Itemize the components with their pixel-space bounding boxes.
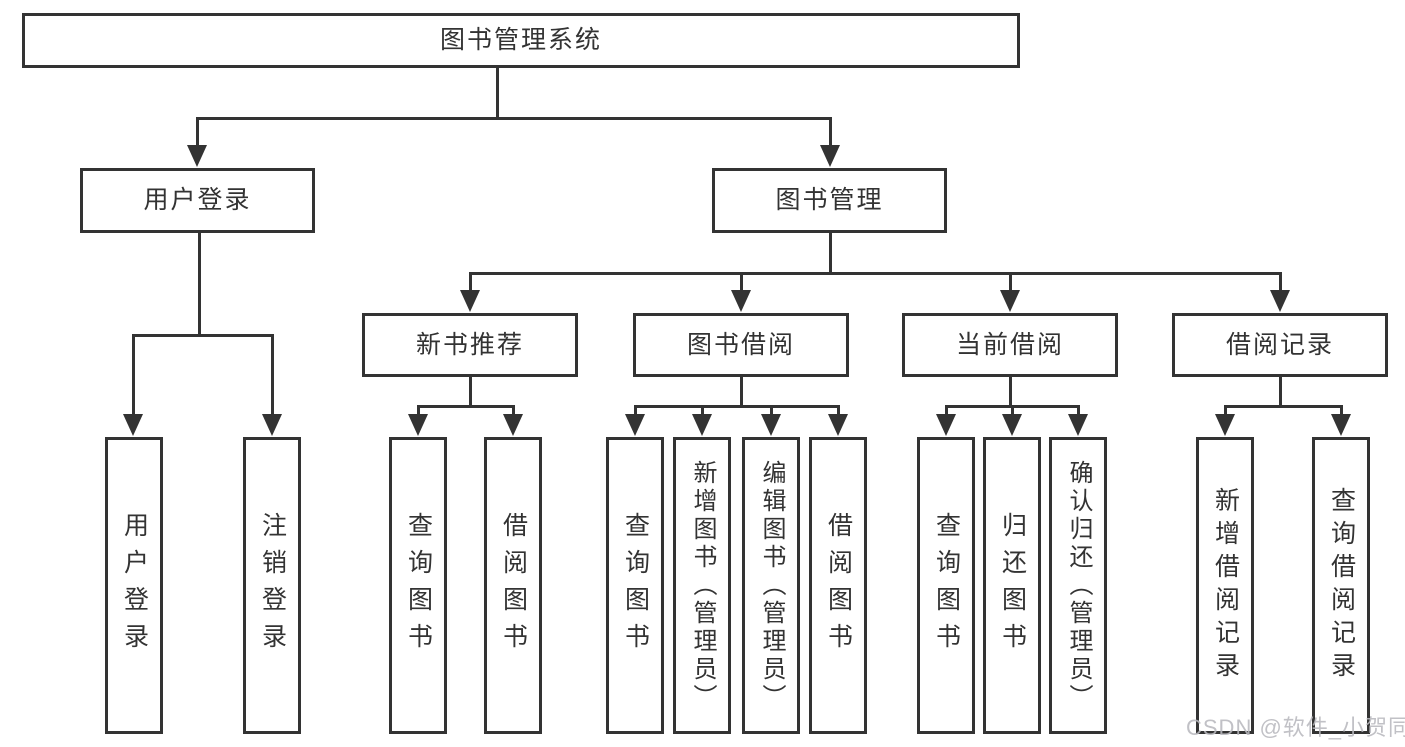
watermark: CSDN @软件_小贺同学 <box>1186 715 1405 740</box>
node-query-books-3-label: 查询图书 <box>932 511 961 660</box>
connector-vertical-line <box>468 377 472 406</box>
node-library-system: 图书管理系统 <box>22 13 1020 68</box>
connector-arrowhead-icon <box>408 414 428 436</box>
node-borrow-books-1: 借阅图书 <box>484 437 542 734</box>
connector-arrow-stem <box>131 335 135 417</box>
node-new-book-recommend-label: 新书推荐 <box>415 330 524 359</box>
node-current-borrowing: 当前借阅 <box>902 313 1118 377</box>
connector-horizontal-line <box>468 271 1282 275</box>
node-book-management-label: 图书管理 <box>775 186 884 214</box>
connector-arrowhead-icon <box>1215 414 1235 436</box>
node-book-borrowing-label: 图书借阅 <box>686 330 795 359</box>
connector-horizontal-line <box>131 333 274 337</box>
connector-arrowhead-icon <box>187 145 207 167</box>
node-borrow-books-1-label: 借阅图书 <box>499 511 528 660</box>
connector-arrow-stem <box>828 118 832 148</box>
connector-arrow-stem <box>633 406 637 417</box>
connector-arrowhead-icon <box>828 414 848 436</box>
node-book-management: 图书管理 <box>712 168 947 233</box>
connector-arrow-stem <box>1008 273 1012 293</box>
connector-arrowhead-icon <box>1331 414 1351 436</box>
node-user-login-leaf-label: 用户登录 <box>120 511 149 660</box>
connector-arrowhead-icon <box>262 414 282 436</box>
node-book-borrowing: 图书借阅 <box>633 313 849 377</box>
connector-arrow-stem <box>700 406 704 417</box>
connector-arrow-stem <box>1076 406 1080 417</box>
connector-arrow-stem <box>944 406 948 417</box>
connector-vertical-line <box>495 68 499 118</box>
node-query-borrow-record-label: 查询借阅记录 <box>1327 486 1356 685</box>
node-return-books: 归还图书 <box>983 437 1041 734</box>
connector-arrow-stem <box>416 406 420 417</box>
connector-arrowhead-icon <box>936 414 956 436</box>
node-confirm-return-admin-label: 确认归还（管理员） <box>1065 459 1092 712</box>
connector-arrowhead-icon <box>692 414 712 436</box>
connector-arrow-stem <box>739 273 743 293</box>
node-query-books-1: 查询图书 <box>389 437 447 734</box>
connector-arrowhead-icon <box>460 290 480 312</box>
node-borrow-books-2-label: 借阅图书 <box>824 511 853 660</box>
node-logout-label: 注销登录 <box>258 511 287 660</box>
node-library-system-label: 图书管理系统 <box>439 26 602 54</box>
connector-arrow-stem <box>836 406 840 417</box>
node-logout: 注销登录 <box>243 437 301 734</box>
connector-arrowhead-icon <box>761 414 781 436</box>
connector-arrow-stem <box>1339 406 1343 417</box>
connector-arrow-stem <box>468 273 472 293</box>
connector-horizontal-line <box>195 116 832 120</box>
node-edit-book-admin-label: 编辑图书（管理员） <box>758 459 785 712</box>
node-query-borrow-record: 查询借阅记录 <box>1312 437 1370 734</box>
connector-arrowhead-icon <box>123 414 143 436</box>
connector-vertical-line <box>1008 377 1012 406</box>
node-edit-book-admin: 编辑图书（管理员） <box>742 437 800 734</box>
node-user-login-label: 用户登录 <box>143 186 252 214</box>
node-query-books-2: 查询图书 <box>606 437 664 734</box>
node-add-borrow-record-label: 新增借阅记录 <box>1211 486 1240 685</box>
node-borrow-books-2: 借阅图书 <box>809 437 867 734</box>
connector-horizontal-line <box>416 404 515 408</box>
node-confirm-return-admin: 确认归还（管理员） <box>1049 437 1107 734</box>
connector-arrow-stem <box>1278 273 1282 293</box>
node-borrowing-records: 借阅记录 <box>1172 313 1388 377</box>
connector-vertical-line <box>197 233 201 335</box>
node-add-book-admin-label: 新增图书（管理员） <box>689 459 716 712</box>
node-query-books-2-label: 查询图书 <box>621 511 650 660</box>
node-user-login: 用户登录 <box>80 168 315 233</box>
connector-vertical-line <box>739 377 743 406</box>
connector-arrowhead-icon <box>820 145 840 167</box>
connector-arrow-stem <box>511 406 515 417</box>
node-query-books-3: 查询图书 <box>917 437 975 734</box>
node-return-books-label: 归还图书 <box>998 511 1027 660</box>
connector-arrowhead-icon <box>1068 414 1088 436</box>
connector-horizontal-line <box>1223 404 1343 408</box>
connector-vertical-line <box>828 233 832 273</box>
connector-arrowhead-icon <box>503 414 523 436</box>
node-borrowing-records-label: 借阅记录 <box>1225 330 1334 359</box>
connector-arrow-stem <box>195 118 199 148</box>
connector-vertical-line <box>1278 377 1282 406</box>
node-query-books-1-label: 查询图书 <box>404 511 433 660</box>
connector-arrow-stem <box>769 406 773 417</box>
node-new-book-recommend: 新书推荐 <box>362 313 578 377</box>
connector-arrow-stem <box>1010 406 1014 417</box>
node-add-book-admin: 新增图书（管理员） <box>673 437 731 734</box>
connector-arrow-stem <box>270 335 274 417</box>
node-add-borrow-record: 新增借阅记录 <box>1196 437 1254 734</box>
connector-arrowhead-icon <box>1000 290 1020 312</box>
connector-arrowhead-icon <box>1270 290 1290 312</box>
connector-horizontal-line <box>633 404 840 408</box>
node-current-borrowing-label: 当前借阅 <box>955 330 1064 359</box>
connector-arrow-stem <box>1223 406 1227 417</box>
connector-arrowhead-icon <box>625 414 645 436</box>
connector-arrowhead-icon <box>731 290 751 312</box>
connector-arrowhead-icon <box>1002 414 1022 436</box>
node-user-login-leaf: 用户登录 <box>105 437 163 734</box>
